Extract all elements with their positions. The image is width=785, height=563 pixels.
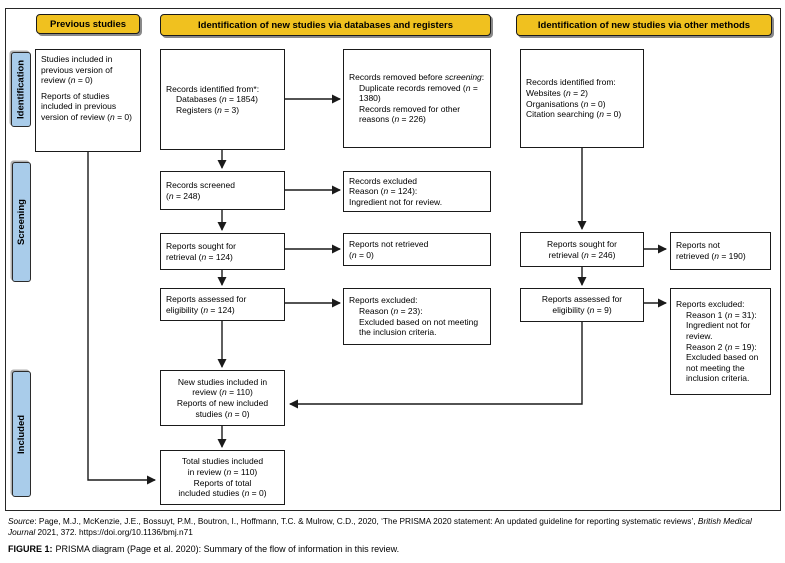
box-line: Total studies included [181,456,264,467]
records-screened-box: Records screened (n = 248) [160,171,285,210]
box-line: Records excluded [349,175,418,186]
box-line: studies (n = 0) [195,408,250,419]
box-line: Reports not [676,240,720,251]
previous-studies-paragraph: Reports of studies included in previous … [41,90,132,122]
records-identified-other-box: Records identified from: Websites (n = 2… [520,49,644,148]
box-line: Records removed before screening: [349,72,485,83]
box-line: Records removed for other reasons (n = 2… [359,103,461,125]
stage-screening: Screening [12,162,31,282]
box-line: Excluded based on not meeting the inclus… [359,316,479,338]
box-line: Reports not retrieved [349,238,429,249]
stage-identification: Identification [11,52,31,127]
box-line: eligibility (n = 9) [552,305,612,315]
box-line: Reason (n = 23): [359,305,423,316]
box-line: included studies (n = 0) [178,488,267,499]
header-databases-registers: Identification of new studies via databa… [160,14,491,36]
reports-sought-other-box: Reports sought for retrieval (n = 246) [520,232,644,267]
box-line: Databases (n = 1854) [176,94,259,105]
stage-included: Included [12,371,31,497]
reports-assessed-other-box: Reports assessed for eligibility (n = 9) [520,288,644,322]
records-removed-box: Records removed before screening: Duplic… [343,49,491,148]
box-line: Reports excluded: [349,295,418,306]
source-citation: Source: Page, M.J., McKenzie, J.E., Boss… [8,516,752,537]
box-line: Reports excluded: [676,299,745,310]
box-line: Ingredient not for review. [349,196,443,207]
reports-assessed-db-box: Reports assessed for eligibility (n = 12… [160,288,285,321]
box-line: review (n = 110) [192,387,253,398]
box-line: retrieval (n = 124) [166,251,233,262]
previous-studies-box: Studies included in previous version of … [35,49,141,152]
box-line: New studies included in [177,376,268,387]
box-line: retrieved (n = 190) [676,251,746,261]
figure-caption-label: FIGURE 1: [8,544,53,554]
records-identified-db-box: Records identified from*: Databases (n =… [160,49,285,150]
box-line: Reports assessed for [541,294,623,305]
box-line: Reason 1 (n = 31): [686,309,757,320]
figure-caption: FIGURE 1:PRISMA diagram (Page et al. 202… [8,544,399,554]
total-studies-included-box: Total studies included in review (n = 11… [160,450,285,505]
box-line: Reason (n = 124): [349,186,418,197]
box-line: (n = 248) [166,190,201,201]
previous-studies-paragraph: Studies included in previous version of … [41,54,113,86]
box-line: Organisations (n = 0) [526,98,606,109]
box-line: Websites (n = 2) [526,87,588,98]
figure-caption-text: PRISMA diagram (Page et al. 2020): Summa… [55,544,400,554]
box-line: Reports of new included [176,398,269,408]
box-line: Reports of total [193,477,252,488]
box-line: Duplicate records removed (n = 1380) [359,82,478,104]
reports-sought-db-box: Reports sought for retrieval (n = 124) [160,233,285,270]
box-line: Reports assessed for [166,293,247,304]
box-line: retrieval (n = 246) [548,249,616,260]
records-excluded-box: Records excluded Reason (n = 124): Ingre… [343,171,491,212]
box-line: Records identified from: [526,77,616,88]
box-line: Citation searching (n = 0) [526,109,622,120]
box-line: Records screened [166,179,235,190]
header-other-methods: Identification of new studies via other … [516,14,772,36]
header-previous-studies: Previous studies [36,14,140,34]
box-line: (n = 0) [349,249,374,260]
reports-excluded-db-box: Reports excluded: Reason (n = 23): Exclu… [343,288,491,345]
reports-excluded-other-box: Reports excluded: Reason 1 (n = 31): Ing… [670,288,771,395]
box-line: Reports sought for [166,240,236,251]
box-line: Excluded based on not meeting the inclus… [686,352,759,384]
box-line: eligibility (n = 124) [166,304,235,315]
reports-not-retrieved-db-box: Reports not retrieved (n = 0) [343,233,491,266]
box-line: Ingredient not for review. [686,320,751,341]
box-line: Reason 2 (n = 19): [686,341,757,352]
box-line: Reports sought for [547,238,617,249]
box-line: Registers (n = 3) [176,104,240,115]
new-studies-included-box: New studies included in review (n = 110)… [160,370,285,426]
reports-not-retrieved-other-box: Reports not retrieved (n = 190) [670,232,771,270]
box-line: in review (n = 110) [187,466,258,477]
box-line: Records identified from*: [166,83,260,94]
